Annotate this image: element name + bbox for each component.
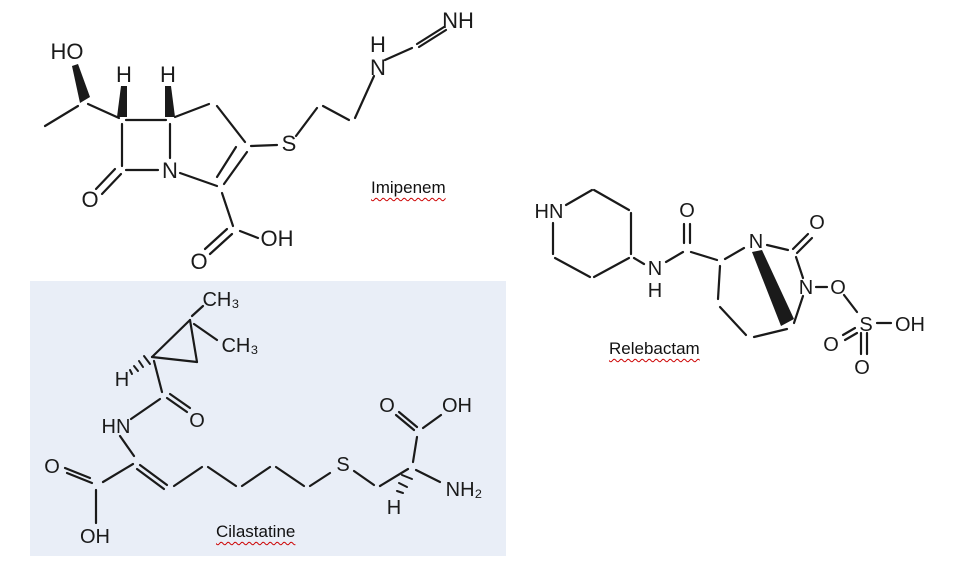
imipenem-atom-s: S [282, 131, 297, 156]
relebactam-atom-labels: HN N H O N O N O S OH O O [535, 200, 925, 379]
imipenem-atom-oh-acid: OH [261, 226, 294, 251]
relebactam-structure: HN N H O N O N O S OH O O [535, 188, 925, 379]
imipenem-atom-h-c6: H [116, 62, 132, 87]
cilastatine-atom-labels: CH₃ CH₃ H HN O O OH S H NH₂ O OH [44, 289, 482, 548]
relebactam-label: Relebactam [609, 339, 700, 358]
cilastatine-atom-o-amide: O [189, 410, 205, 432]
imipenem-atom-n-ring: N [162, 158, 178, 183]
cilastatine-atom-ch3-side: CH₃ [221, 335, 258, 357]
relebactam-atom-n-amide: N [648, 258, 662, 280]
relebactam-atom-s-sulfate: S [859, 314, 872, 336]
cilastatine-atom-oh-acid-left: OH [80, 526, 110, 548]
relebactam-atom-n1-ring: N [749, 231, 763, 253]
cilastatine-atom-h-cyclopropane: H [115, 369, 129, 391]
imipenem-label: Imipenem [371, 178, 446, 197]
imipenem-atom-ho: HO [51, 39, 84, 64]
cilastatine-highlight-box [30, 281, 506, 556]
imipenem-bonds [43, 25, 448, 256]
cilastatine-atom-hn-amide: HN [102, 416, 131, 438]
cilastatine-label: Cilastatine [216, 522, 296, 541]
imipenem-atom-o-lactam: O [81, 187, 98, 212]
cilastatine-structure: CH₃ CH₃ H HN O O OH S H NH₂ O OH [44, 289, 482, 548]
relebactam-atom-o-sulfate-left: O [823, 334, 839, 356]
relebactam-atom-o-ring: O [809, 212, 825, 234]
cilastatine-atom-ch3-top: CH₃ [202, 289, 239, 311]
relebactam-atom-hn-piperidine: HN [535, 201, 564, 223]
relebactam-atom-oh-sulfate: OH [895, 314, 925, 336]
cilastatine-atom-nh2: NH₂ [446, 479, 483, 501]
imipenem-structure: HO H H N O O OH S H N NH [43, 8, 474, 274]
relebactam-atom-o-sulfate-bottom: O [854, 357, 870, 379]
cilastatine-atom-o-acid-left: O [44, 456, 60, 478]
imipenem-atom-h-c5: H [160, 62, 176, 87]
relebactam-atom-n6-ring: N [799, 277, 813, 299]
imipenem-atom-nh-imine: NH [442, 8, 474, 33]
relebactam-bonds [551, 188, 893, 356]
imipenem-atom-h-amine: H [370, 32, 386, 57]
cilastatine-bonds [63, 304, 443, 525]
cilastatine-atom-oh-acid-right: OH [442, 395, 472, 417]
imipenem-atom-o-acid: O [190, 249, 207, 274]
relebactam-atom-o-amide: O [679, 200, 695, 222]
cilastatine-atom-h-stereo: H [387, 497, 401, 519]
relebactam-atom-o-link: O [830, 277, 846, 299]
relebactam-atom-h-amide: H [648, 280, 662, 302]
cilastatine-atom-o-acid-right: O [379, 395, 395, 417]
cilastatine-atom-s: S [336, 454, 349, 476]
imipenem-atom-n-amine: N [370, 55, 386, 80]
imipenem-atom-labels: HO H H N O O OH S H N NH [51, 8, 474, 274]
